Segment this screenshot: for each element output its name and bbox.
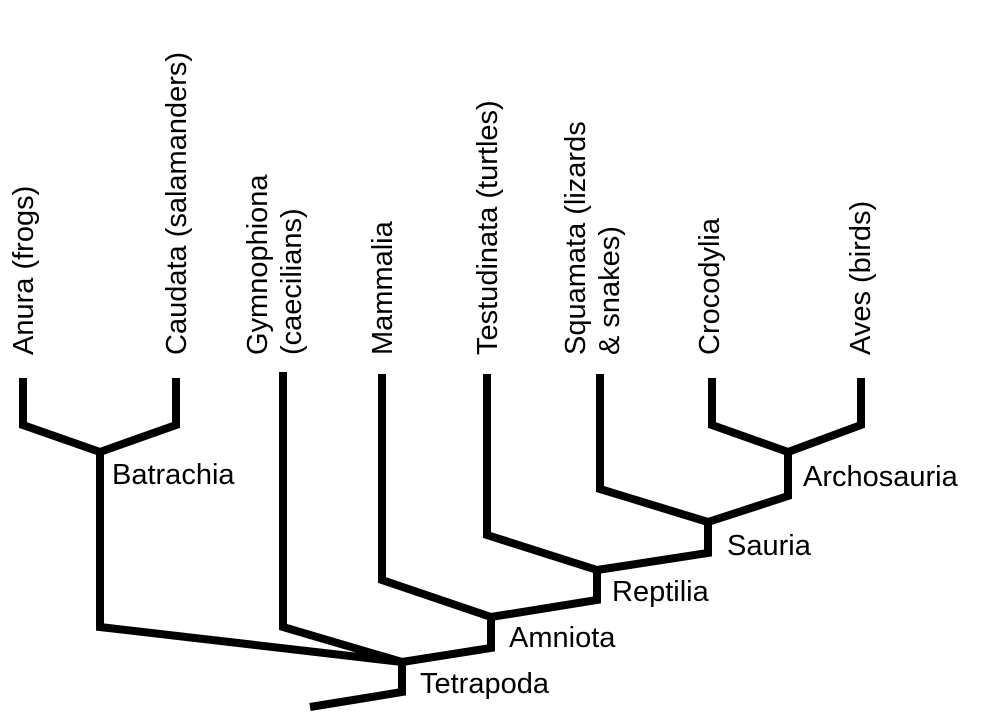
taxon-label-squamata-line-2: & snakes)	[594, 226, 626, 355]
clade-label-amniota: Amniota	[509, 622, 616, 654]
taxon-label-caudata: Caudata (salamanders)	[161, 52, 193, 355]
branch-caudata	[98, 378, 180, 456]
branch-tetrapoda-root	[309, 662, 406, 711]
taxon-label-crocodylia: Crocodylia	[694, 217, 726, 355]
branch-reptilia	[490, 570, 601, 621]
branch-testudinata	[483, 374, 599, 574]
branch-aves	[786, 378, 865, 456]
taxon-label-mammalia: Mammalia	[367, 220, 399, 355]
taxon-label-aves-line-1: Aves (birds)	[845, 201, 877, 355]
taxon-label-anura-line-1: Anura (frogs)	[8, 186, 40, 355]
branch-gymnophiona	[279, 372, 404, 666]
branch-amniota	[401, 617, 495, 666]
clade-label-sauria: Sauria	[727, 530, 812, 562]
taxon-label-crocodylia-line-1: Crocodylia	[694, 217, 726, 355]
branch-crocodylia	[708, 378, 790, 456]
clade-label-archosauria: Archosauria	[803, 461, 959, 493]
taxon-label-squamata: Squamata (lizards & snakes)	[560, 113, 626, 355]
taxon-label-testudinata: Testudinata (turtles)	[472, 100, 504, 355]
branch-batrachia	[96, 452, 403, 666]
clade-label-batrachia: Batrachia	[112, 459, 235, 491]
taxon-label-squamata-line-1: Squamata (lizards	[560, 121, 592, 355]
clade-label-tetrapoda: Tetrapoda	[420, 668, 550, 700]
clade-labels: Batrachia Archosauria Sauria Reptilia Am…	[112, 459, 959, 700]
taxon-label-aves: Aves (birds)	[845, 201, 877, 355]
taxon-label-gymnophiona: Gymnophiona (caecilians)	[242, 166, 308, 355]
taxon-label-gymnophiona-line-2: (caecilians)	[276, 208, 308, 355]
taxon-label-gymnophiona-line-1: Gymnophiona	[242, 174, 274, 355]
taxon-label-caudata-line-1: Caudata (salamanders)	[161, 52, 193, 355]
cladogram-branches	[19, 372, 865, 711]
taxon-labels: Anura (frogs) Caudata (salamanders) Gymn…	[8, 52, 877, 355]
branch-sauria	[596, 522, 712, 574]
branch-archosauria	[706, 452, 792, 526]
branch-anura	[19, 378, 102, 456]
taxon-label-mammalia-line-1: Mammalia	[367, 220, 399, 355]
clade-label-reptilia: Reptilia	[612, 576, 710, 608]
branch-mammalia	[378, 374, 493, 621]
taxon-label-anura: Anura (frogs)	[8, 186, 40, 355]
branch-squamata	[596, 374, 710, 526]
taxon-label-testudinata-line-1: Testudinata (turtles)	[472, 100, 504, 355]
